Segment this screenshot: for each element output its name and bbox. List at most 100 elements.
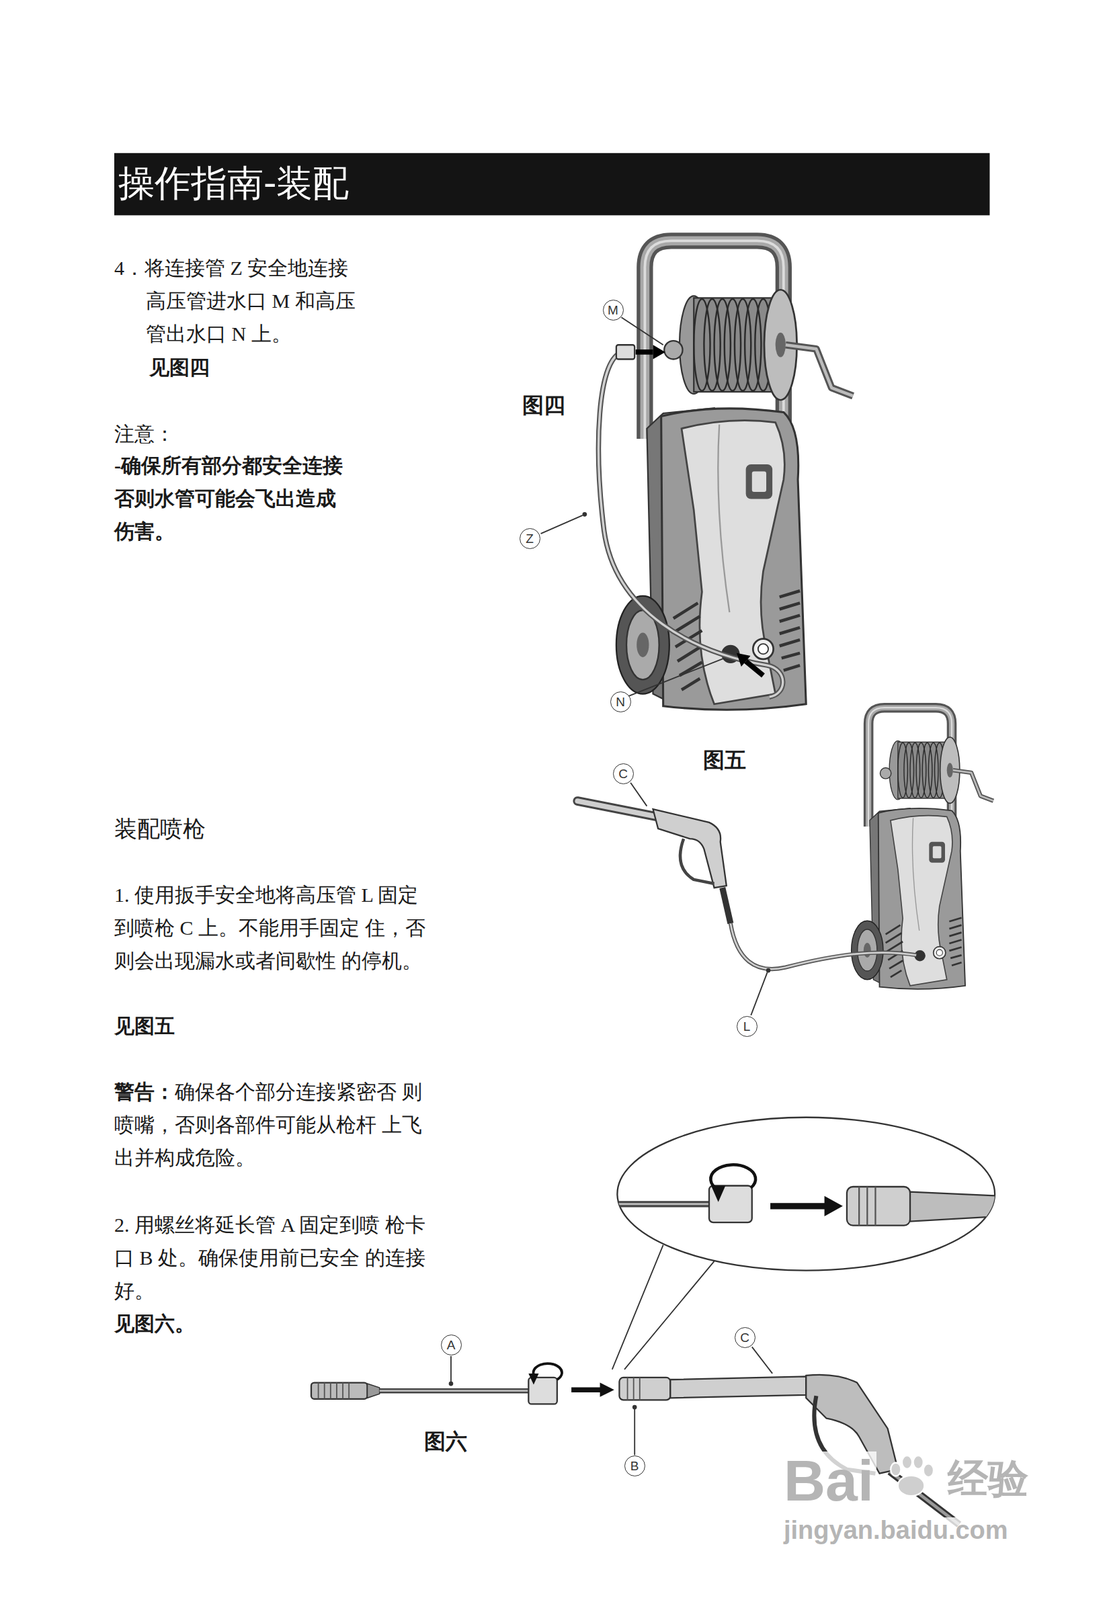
callout-letter-text: C: [740, 1331, 750, 1345]
zoom-callout: [910, 1192, 1001, 1222]
callout-letter: M: [602, 299, 624, 321]
step-text-block: 4．将连接管 Z 安全地连接 高压管进水口 M 和高压 管出水口 N 上。: [114, 251, 365, 351]
zoom-callout: [770, 1203, 827, 1210]
watermark-block: 经验: [947, 1459, 1032, 1500]
figure-five: [577, 707, 994, 1016]
spray-gun: [722, 887, 731, 924]
leader-line: [750, 972, 767, 1016]
spray-gun: [577, 801, 731, 924]
leader-line: [621, 317, 663, 345]
spray-gun: [577, 801, 655, 817]
direction-arrow: [600, 1383, 615, 1398]
spray-gun: [680, 838, 715, 884]
hose-l: [730, 923, 917, 970]
leader-line: [630, 783, 767, 1016]
step-text-block: 1. 使用扳手安全地将高压管 L 固定到喷枪 C 上。不能用手固定 住，否则会出…: [114, 878, 431, 978]
zoom-callout: [858, 1187, 876, 1226]
watermark-paw: [913, 1455, 924, 1470]
zoom-callout: [846, 1187, 911, 1226]
figure-label-block: 图四: [522, 389, 566, 423]
callout-letter-text: A: [446, 1338, 456, 1352]
spray-gun: [653, 809, 727, 888]
extension-tube: [311, 1383, 367, 1400]
title-bar: [114, 153, 990, 216]
leader-line: [752, 1346, 773, 1374]
callout-letter-text: N: [615, 695, 626, 709]
watermark-block: Bai: [783, 1451, 877, 1510]
leader-line: [450, 1356, 452, 1384]
step-text: 1. 使用扳手安全地将高压管 L 固定到喷枪 C 上。不能用手固定 住，否则会出…: [114, 883, 426, 972]
watermark-block: jingyan.baidu.com: [783, 1517, 1011, 1544]
watermark-paw: [902, 1455, 913, 1470]
spray-gun: [577, 801, 655, 817]
watermark-paw: [897, 1476, 925, 1497]
spray-gun: [670, 1376, 806, 1399]
leader-line: [541, 515, 583, 534]
zoom-callout: [612, 1164, 1001, 1226]
figure-reference: 见图六。: [114, 1312, 195, 1335]
extension-tube: [311, 1363, 562, 1405]
callout-letter: C: [734, 1327, 756, 1349]
spray-gun: [627, 1377, 640, 1401]
direction-arrow: [635, 349, 654, 355]
callout-letter: Z: [519, 528, 541, 550]
leader-dot: [632, 1405, 638, 1411]
leader-line: [541, 317, 725, 698]
figure-reference: 见图四: [149, 356, 210, 379]
callout-letter-text: C: [618, 767, 628, 781]
step-text-block: 2. 用螺丝将延长管 A 固定到喷 枪卡口 B 处。确保使用前已安全 的连接好。: [114, 1208, 431, 1308]
callout-letter-text: L: [743, 1020, 751, 1034]
figure-six: [311, 1117, 1001, 1526]
note-heading-block: 注意：: [114, 417, 175, 451]
section-heading: 装配喷枪: [114, 815, 206, 843]
zoom-callout: [612, 1201, 712, 1208]
leader-dot: [766, 968, 771, 974]
callout-letter: A: [440, 1334, 462, 1356]
direction-arrow: [635, 344, 764, 676]
hose-z: [598, 344, 784, 698]
figure-five: [851, 707, 994, 990]
extension-tube: [528, 1373, 539, 1386]
figure-label: 图六: [424, 1429, 468, 1454]
watermark-paw: [890, 1463, 901, 1477]
callout-letter-text: Z: [525, 532, 534, 546]
callout-letter: N: [610, 691, 632, 713]
hose-z: [616, 344, 635, 359]
extension-tube: [318, 1383, 350, 1400]
callout-letter: C: [612, 763, 634, 785]
direction-arrow: [571, 1387, 603, 1393]
leader-line: [633, 1408, 636, 1456]
leader-line: [630, 783, 647, 807]
hose-z: [598, 352, 784, 698]
figure-label-block: 图五: [703, 744, 747, 777]
watermark: Bai: [783, 1448, 874, 1513]
warning-text: 警告：: [114, 1080, 175, 1103]
hose-z: [598, 352, 784, 698]
callout-letter-text: M: [607, 303, 619, 317]
zoom-callout: [711, 1185, 726, 1202]
watermark-paw: [890, 1455, 934, 1497]
direction-arrow: [571, 1383, 615, 1398]
step-text: 2. 用螺丝将延长管 A 固定到喷 枪卡口 B 处。确保使用前已安全 的连接好。: [114, 1213, 426, 1302]
callout-letter: L: [736, 1016, 758, 1038]
note-text-block: -确保所有部分都安全连接 否则水管可能会飞出造成 伤害。: [114, 448, 358, 548]
zoom-callout: [824, 1196, 843, 1217]
figure-reference-block: 见图五: [114, 1009, 175, 1043]
hose-l: [730, 923, 917, 970]
callout-letter-text: B: [630, 1459, 640, 1473]
figure-label-block: 图六: [424, 1425, 468, 1459]
leader-dot: [448, 1381, 454, 1387]
hose-l: [730, 923, 917, 970]
step-text: 4．将连接管 Z 安全地连接 高压管进水口 M 和高压 管出水口 N 上。: [114, 256, 356, 345]
extension-tube: [379, 1388, 531, 1395]
watermark-paw: [923, 1463, 934, 1478]
extension-tube: [366, 1383, 380, 1399]
watermark: jingyan.baidu.com: [783, 1516, 1009, 1545]
leader-line: [626, 658, 725, 698]
direction-arrow: [653, 344, 666, 359]
zoom-callout: [612, 1245, 715, 1370]
extension-tube: [379, 1389, 531, 1393]
figure-reference-block: 见图六。: [114, 1307, 195, 1341]
